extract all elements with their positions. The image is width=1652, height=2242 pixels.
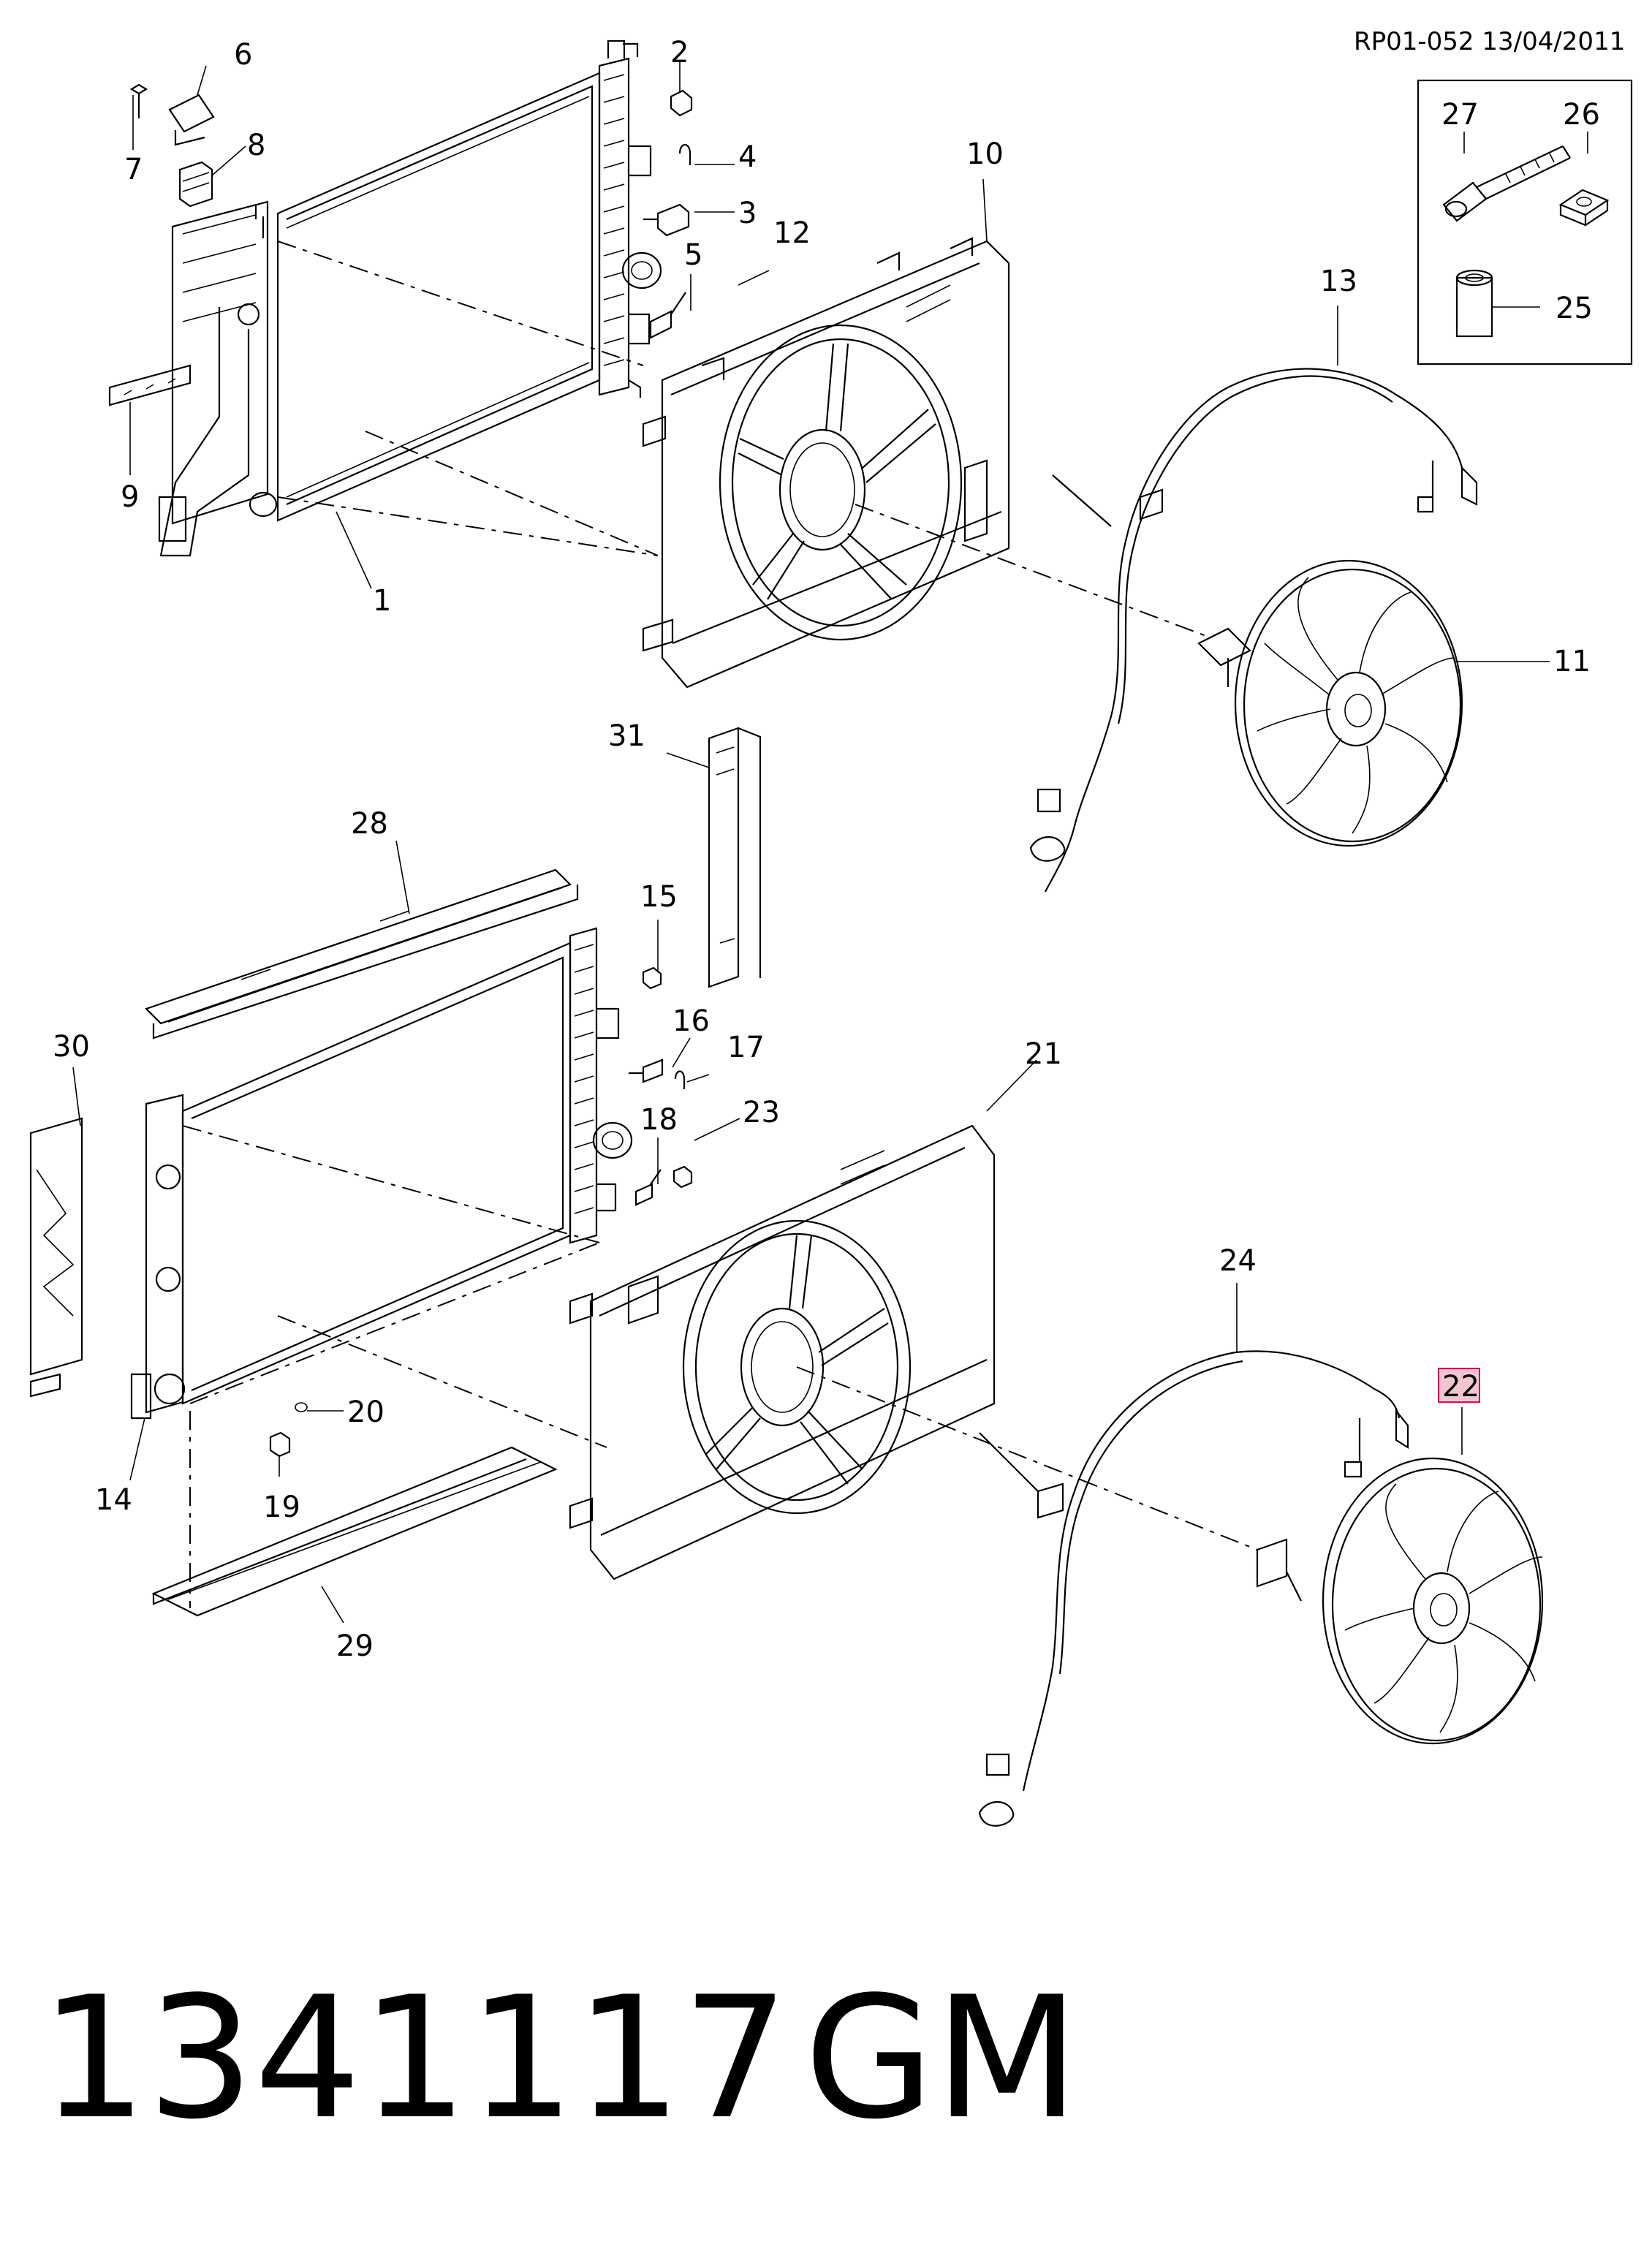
lower-fan-harness (978, 1350, 1409, 1827)
side-bracket-part-30 (29, 1117, 83, 1398)
clip-part-6-and-8 (129, 83, 215, 208)
callout-16[interactable]: 16 (672, 1004, 710, 1038)
upper-bracket-part-9 (108, 364, 192, 406)
part-number: 1341117 (40, 1961, 789, 2156)
callout-9[interactable]: 9 (121, 480, 139, 514)
lower-hardware-parts (269, 966, 693, 1458)
lower-radiator-core (130, 927, 633, 1420)
callout-6[interactable]: 6 (234, 38, 252, 72)
lower-fan-shroud (569, 1124, 996, 1580)
upper-radiator-side-bracket (158, 200, 278, 557)
nut-26-drawing (1558, 189, 1610, 227)
callout-18[interactable]: 18 (640, 1103, 678, 1137)
upper-radiator-core (276, 39, 662, 522)
callout-22-highlight (1438, 1368, 1480, 1403)
lower-cooling-fan (1256, 1457, 1544, 1745)
callout-31[interactable]: 31 (608, 719, 645, 753)
callout-12[interactable]: 12 (773, 216, 811, 250)
diagram-reference: RP01-052 13/04/2011 (1354, 27, 1625, 56)
callout-5[interactable]: 5 (684, 238, 702, 272)
lower-air-deflector (151, 1446, 558, 1617)
upper-fan-shroud (642, 237, 1010, 689)
upper-fan-harness (1029, 368, 1478, 893)
callout-13[interactable]: 13 (1320, 265, 1357, 298)
callout-25[interactable]: 25 (1556, 292, 1593, 325)
callout-2[interactable]: 2 (670, 36, 689, 69)
callout-27[interactable]: 27 (1441, 98, 1479, 132)
upper-air-deflector (144, 868, 579, 1039)
callout-1[interactable]: 1 (373, 584, 391, 618)
callout-3[interactable]: 3 (738, 197, 757, 230)
bolt-27-drawing (1442, 145, 1571, 222)
callout-4[interactable]: 4 (738, 140, 757, 174)
callout-24[interactable]: 24 (1219, 1244, 1257, 1278)
callout-15[interactable]: 15 (640, 880, 678, 914)
callout-29[interactable]: 29 (336, 1629, 374, 1663)
callout-14[interactable]: 14 (95, 1483, 132, 1517)
leader-lines (72, 62, 1550, 1624)
callout-21[interactable]: 21 (1025, 1037, 1062, 1071)
callout-10[interactable]: 10 (966, 137, 1004, 171)
brand-name: GM (804, 1961, 1080, 2156)
sleeve-25-drawing (1455, 269, 1540, 338)
callout-11[interactable]: 11 (1553, 645, 1591, 678)
vertical-bracket-part-31 (708, 727, 762, 988)
callout-labels: 1 2 3 4 5 6 7 8 9 10 11 12 13 14 15 16 1… (53, 36, 1600, 1663)
callout-26[interactable]: 26 (1563, 98, 1600, 132)
callout-22[interactable]: 22 (1442, 1370, 1479, 1404)
inset-frame (1417, 79, 1633, 366)
callout-23[interactable]: 23 (743, 1096, 780, 1129)
callout-20[interactable]: 20 (347, 1395, 384, 1429)
callout-17[interactable]: 17 (727, 1031, 765, 1064)
callout-28[interactable]: 28 (351, 807, 388, 841)
callout-19[interactable]: 19 (263, 1491, 300, 1524)
upper-cooling-fan (1197, 559, 1463, 847)
callout-7[interactable]: 7 (124, 153, 143, 186)
upper-hardware-parts (643, 89, 693, 339)
callout-30[interactable]: 30 (53, 1030, 90, 1064)
callout-8[interactable]: 8 (247, 129, 265, 162)
hardware-inset (1417, 79, 1633, 366)
